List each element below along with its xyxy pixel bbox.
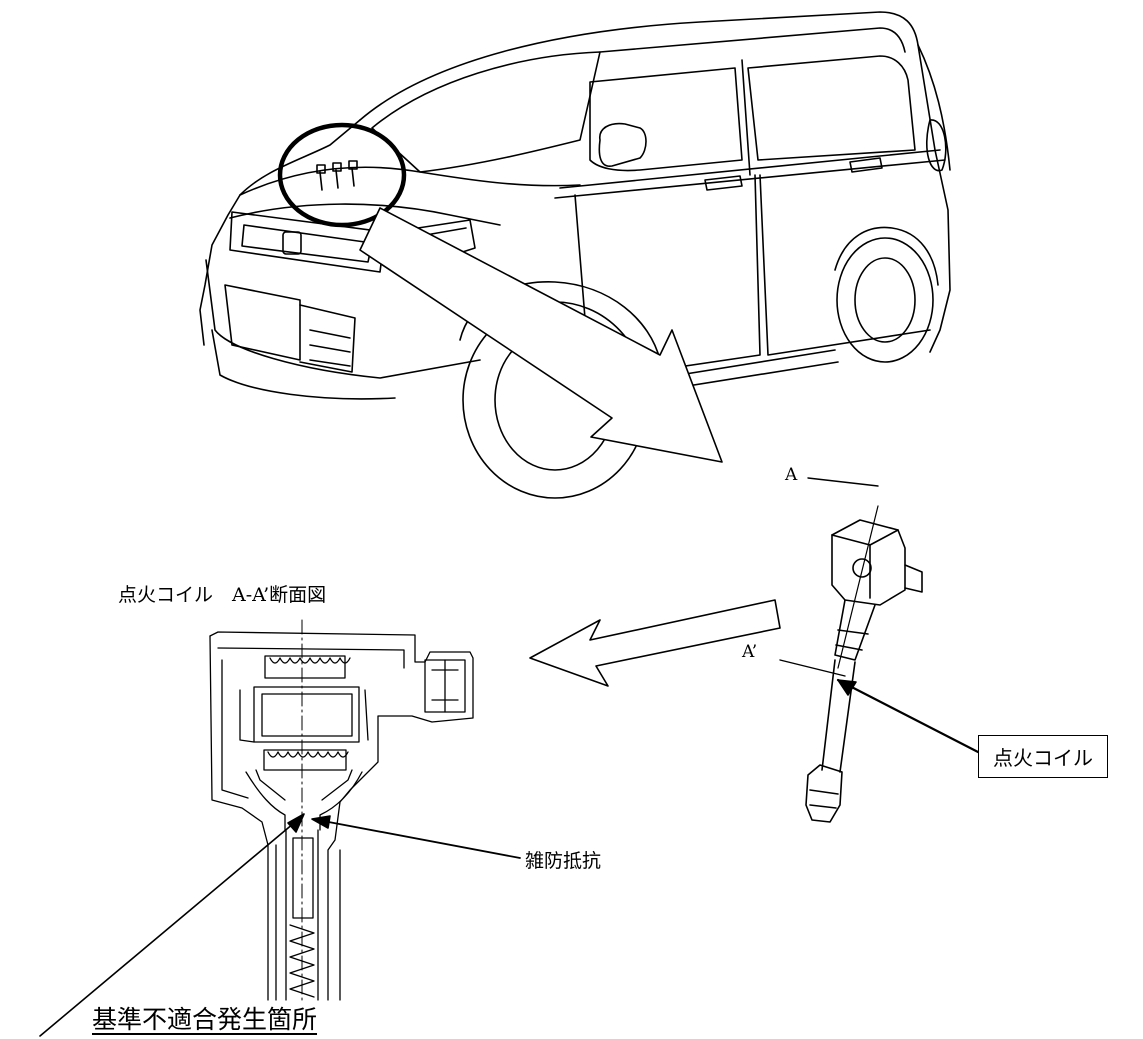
leader-noise-resistor bbox=[317, 819, 521, 859]
noise-resistor-label: 雑防抵抗 bbox=[525, 850, 602, 872]
car-illustration bbox=[199, 11, 951, 499]
leader-nonconformity-arrowhead bbox=[287, 813, 305, 833]
ignition-coil-drawing bbox=[805, 505, 923, 823]
leader-ignition-coil-arrowhead bbox=[837, 679, 857, 696]
leader-ignition-coil bbox=[836, 678, 980, 754]
engine-highlight-circle bbox=[277, 122, 407, 228]
hood-coil-markers bbox=[316, 160, 358, 191]
zoom-arrow-to-coil bbox=[359, 207, 723, 463]
section-title: 点火コイル A-A’断面図 bbox=[118, 584, 327, 606]
coil-cross-section bbox=[209, 619, 474, 1001]
section-label-a: A bbox=[785, 465, 798, 485]
leader-nonconformity bbox=[39, 817, 301, 1037]
leader-noise-resistor-arrowhead bbox=[311, 815, 331, 829]
nonconformity-label: 基準不適合発生箇所 bbox=[92, 1005, 318, 1034]
section-label-a-prime: A’ bbox=[742, 642, 758, 662]
leader-a-prime bbox=[779, 659, 846, 677]
zoom-arrow-to-section bbox=[529, 599, 781, 687]
section-line-a bbox=[837, 505, 879, 669]
ignition-coil-label: 点火コイル bbox=[978, 735, 1108, 778]
leader-a bbox=[807, 477, 879, 487]
